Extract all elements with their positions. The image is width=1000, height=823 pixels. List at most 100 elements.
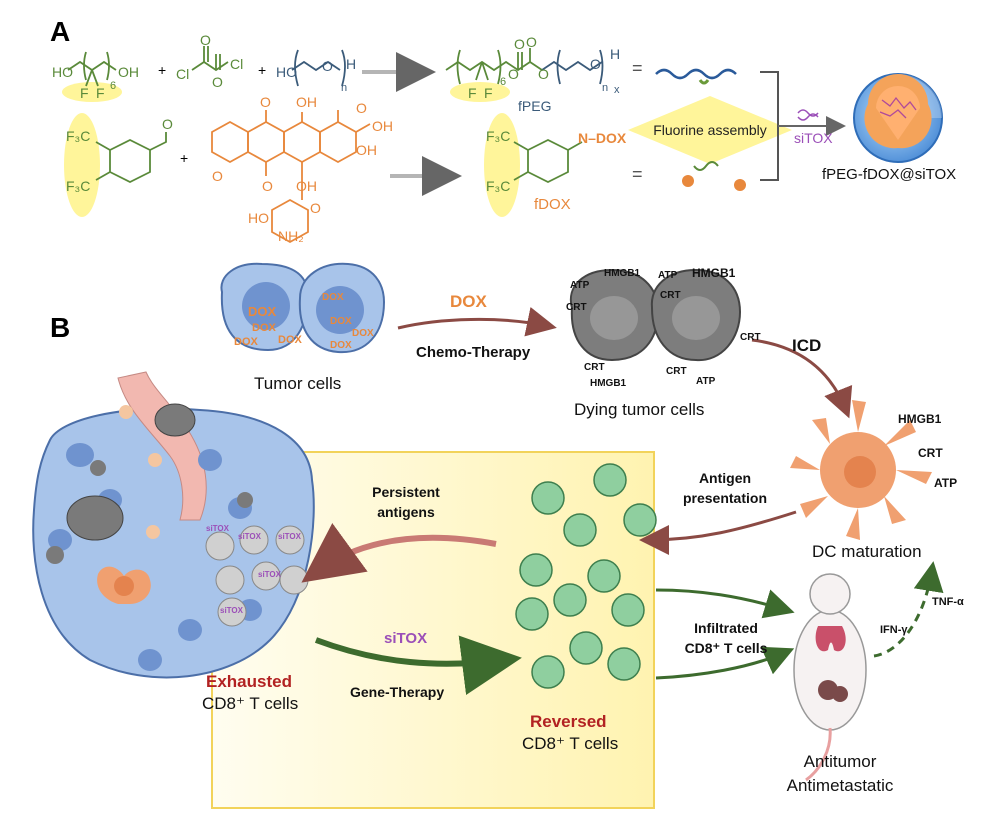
panel-a-label: A — [50, 16, 71, 47]
persistent-antigens-2: antigens — [377, 504, 435, 520]
tumor-cells-label: Tumor cells — [254, 374, 342, 393]
dying-mark-9: CRT — [666, 366, 687, 377]
dox-label-6: DOX — [330, 316, 352, 327]
reversed-t-cells — [515, 463, 657, 689]
fdox-structure — [513, 138, 583, 184]
dying-mark-4: HMGB1 — [692, 266, 736, 280]
tumor-mass — [32, 371, 315, 679]
dying-tumor-cells-label: Dying tumor cells — [574, 400, 705, 419]
fpeg-f-1: F — [468, 85, 477, 101]
exhausted-sub: CD8⁺ T cells — [202, 694, 299, 713]
dying-mark-8: CRT — [584, 362, 605, 373]
dox-o-3: O — [212, 168, 223, 184]
ifn-gamma-label: IFN-γ — [880, 624, 908, 636]
diol-n: 6 — [110, 80, 117, 92]
dying-mark-10: HMGB1 — [590, 378, 627, 389]
reversed-label: Reversed — [530, 712, 607, 731]
fpeg-6: 6 — [500, 76, 507, 88]
dying-mark-6: CRT — [660, 290, 681, 301]
persistent-antigens-1: Persistent — [372, 484, 440, 500]
dying-cells-illustration — [569, 268, 742, 362]
dox-oh-2: OH — [372, 118, 393, 134]
equals-2: = — [632, 164, 643, 184]
oxalyl-o-1: O — [200, 32, 211, 48]
antigen-presentation-2: presentation — [682, 490, 767, 506]
plus-1: + — [158, 62, 167, 78]
infiltrated-arrow-bottom — [655, 646, 795, 680]
dox-arrow-label: DOX — [450, 292, 487, 311]
sitox-cell-1: siTOX — [206, 524, 229, 533]
fpeg-peg-part — [541, 49, 604, 85]
cytokine-arrow — [873, 561, 944, 658]
equals-1: = — [632, 58, 643, 78]
dc-mark-hmgb1: HMGB1 — [898, 412, 942, 426]
dox-o-5: O — [310, 200, 321, 216]
dying-mark-7: CRT — [740, 332, 761, 343]
plus-3: + — [180, 150, 189, 166]
oxalyl-o-2: O — [212, 74, 223, 90]
infiltrated-arrow-top — [655, 588, 795, 619]
dox-label-1: DOX — [248, 304, 277, 319]
diol-f1: F — [80, 85, 89, 101]
antitumor-label: Antitumor — [803, 752, 877, 771]
antimetastatic-label: Antimetastatic — [786, 776, 894, 795]
fdox-cf3-highlight — [484, 113, 520, 217]
sitox-arrow-label: siTOX — [384, 630, 428, 647]
aldehyde-o: O — [162, 116, 173, 132]
fpeg-n: n — [602, 82, 609, 94]
fpeg-o-2: O — [514, 36, 525, 52]
doxorubicin — [211, 110, 371, 244]
sitox-label: siTOX — [794, 130, 833, 146]
mouse-illustration — [793, 573, 867, 782]
f3c-top: F₃C — [66, 128, 91, 144]
plus-2: + — [258, 62, 267, 78]
dox-label-8: DOX — [330, 340, 352, 351]
dc-maturation-label: DC maturation — [812, 542, 922, 561]
dox-o-4: O — [262, 178, 273, 194]
infiltrated-2: CD8⁺ T cells — [684, 640, 768, 656]
fdox-tail — [693, 161, 719, 171]
fpeg-o-4: O — [538, 66, 549, 82]
peg-n: n — [341, 82, 348, 94]
icd-arrow — [751, 338, 853, 419]
sitox-cell-3: siTOX — [278, 532, 301, 541]
dying-mark-2: HMGB1 — [604, 268, 641, 279]
fpeg-o-3: O — [526, 34, 537, 50]
diol-f2: F — [96, 85, 105, 101]
reversed-sub: CD8⁺ T cells — [522, 734, 619, 753]
diol-ho: HO — [52, 64, 73, 80]
peg — [291, 49, 346, 87]
fpeg-name: fPEG — [518, 98, 552, 114]
dox-label-4: DOX — [278, 334, 302, 346]
fdox-n-dox: N–DOX — [578, 130, 627, 146]
nanoparticle — [853, 73, 943, 163]
dox-o-1: O — [260, 94, 271, 110]
dc-mark-crt: CRT — [918, 446, 943, 460]
persistent-antigens-arrow — [301, 523, 497, 583]
peg-ho: HO — [276, 64, 297, 80]
dying-mark-3: ATP — [658, 270, 678, 281]
fpeg-h: H — [610, 46, 621, 62]
oxalyl-chloride — [191, 46, 229, 72]
exhausted-label: Exhausted — [206, 672, 292, 691]
icd-label: ICD — [792, 336, 822, 355]
fpeg-wave — [655, 68, 737, 80]
fluorinated-diol — [62, 51, 122, 102]
oxalyl-cl-2: Cl — [230, 56, 244, 72]
dc-mark-atp: ATP — [934, 476, 958, 490]
dox-oh-3: OH — [356, 142, 377, 158]
f3c-bottom: F₃C — [66, 178, 91, 194]
dox-label-5: DOX — [322, 292, 344, 303]
dox-oh-1: OH — [296, 94, 317, 110]
sirna-icon — [797, 109, 819, 121]
diol-oh: OH — [118, 64, 139, 80]
dox-label-7: DOX — [352, 328, 374, 339]
dox-label-3: DOX — [234, 336, 258, 348]
dying-mark-11: ATP — [696, 376, 716, 387]
tnf-alpha-label: TNF-α — [932, 596, 964, 608]
dying-mark-1: ATP — [570, 280, 590, 291]
dox-label-2: DOX — [252, 322, 276, 334]
chemo-therapy-label: Chemo-Therapy — [416, 344, 531, 361]
